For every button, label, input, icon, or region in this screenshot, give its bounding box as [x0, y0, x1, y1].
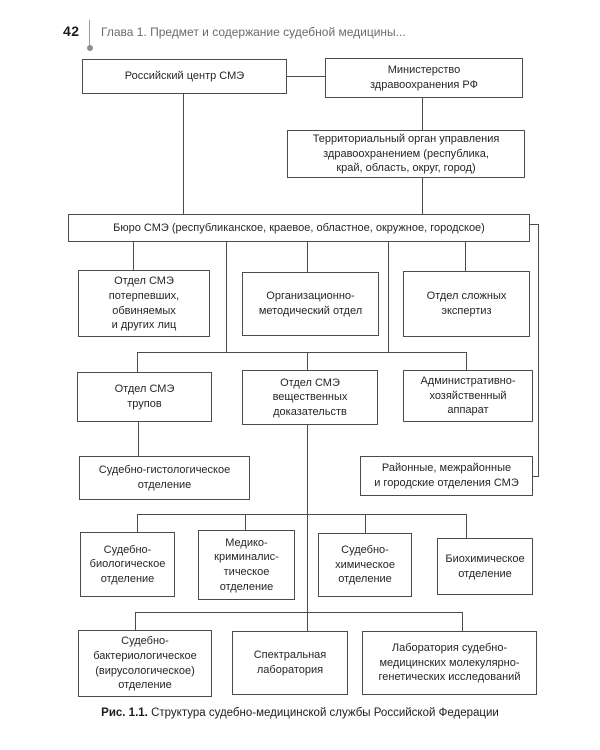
connector-line — [462, 612, 463, 631]
node-genetic-lab: Лаборатория судебно- медицинских молекул… — [362, 631, 537, 695]
chapter-running-title: Глава 1. Предмет и содержание судебной м… — [101, 25, 406, 39]
connector-line — [538, 224, 539, 477]
connector-line — [226, 242, 227, 353]
header-divider-line — [89, 20, 90, 47]
connector-line — [138, 422, 139, 456]
node-russian-center-sme: Российский центр СМЭ — [82, 59, 287, 94]
connector-line — [530, 224, 539, 225]
node-dept-org-method: Организационно- методический отдел — [242, 272, 379, 336]
connector-line — [133, 242, 134, 270]
node-dept-victims: Отдел СМЭ потерпевших, обвиняемых и друг… — [78, 270, 210, 337]
connector-line — [422, 98, 423, 130]
connector-line — [388, 242, 389, 353]
connector-line — [183, 94, 184, 214]
connector-line — [135, 612, 136, 630]
header-divider-dot — [87, 45, 93, 51]
node-bacteriology-division: Судебно- бактериологическое (вирусологич… — [78, 630, 212, 697]
connector-line — [287, 76, 325, 77]
connector-line — [245, 514, 246, 531]
node-dept-material-evidence: Отдел СМЭ вещественных доказательств — [242, 370, 378, 425]
node-biochemistry-division: Биохимическое отделение — [437, 538, 533, 595]
node-criminalistics-division: Медико- криминалис- тическое отделение — [198, 530, 295, 600]
node-chemistry-division: Судебно- химическое отделение — [318, 533, 412, 597]
connector-line — [137, 514, 467, 515]
figure-caption: Рис. 1.1. Структура судебно-медицинской … — [0, 707, 600, 719]
node-dept-corpses: Отдел СМЭ трупов — [77, 372, 212, 422]
node-district-divisions: Районные, межрайонные и городские отделе… — [360, 456, 533, 496]
node-dept-complex-expertise: Отдел сложных экспертиз — [403, 271, 530, 337]
connector-line — [137, 514, 138, 532]
connector-line — [533, 476, 539, 477]
node-admin-apparatus: Административно- хозяйственный аппарат — [403, 370, 533, 422]
connector-line — [137, 352, 138, 372]
connector-line — [307, 425, 308, 632]
connector-line — [307, 352, 308, 370]
node-histology-division: Судебно-гистологическое отделение — [79, 456, 250, 500]
node-biology-division: Судебно- биологическое отделение — [80, 532, 175, 597]
node-bureau-sme: Бюро СМЭ (республиканское, краевое, обла… — [68, 214, 530, 242]
connector-line — [466, 514, 467, 538]
connector-line — [466, 352, 467, 370]
connector-line — [135, 612, 463, 613]
node-territorial-body: Территориальный орган управления здравоо… — [287, 130, 525, 178]
connector-line — [422, 178, 423, 214]
figure-caption-text: Структура судебно-медицинской службы Рос… — [151, 707, 499, 719]
page-number: 42 — [63, 23, 80, 39]
connector-line — [365, 514, 366, 533]
figure-caption-label: Рис. 1.1. — [101, 707, 148, 719]
node-ministry-health: Министерство здравоохранения РФ — [325, 58, 523, 98]
node-spectral-lab: Спектральная лаборатория — [232, 631, 348, 695]
connector-line — [137, 352, 467, 353]
connector-line — [465, 242, 466, 271]
connector-line — [307, 242, 308, 272]
